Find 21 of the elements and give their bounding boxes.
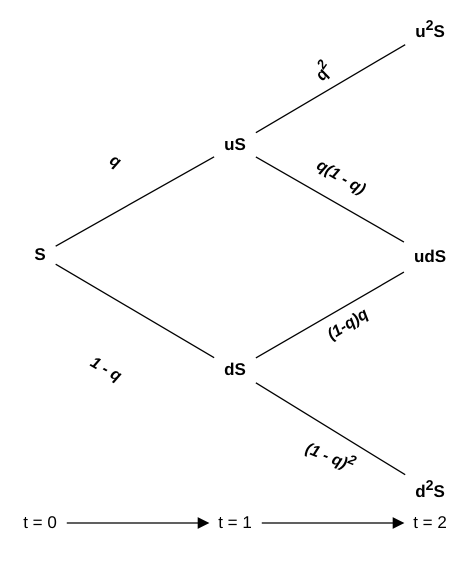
branch-line: [55, 264, 214, 358]
node-label: d$^{2}$S: [413, 477, 447, 503]
node-label: udS: [412, 246, 448, 268]
edge-label: q: [106, 152, 124, 172]
time-label: t = 1: [216, 512, 254, 534]
branch-line: [256, 272, 404, 358]
node-label: dS: [222, 359, 248, 381]
node-label: S: [32, 244, 48, 266]
branch-line: [55, 156, 214, 247]
edge-label: q(1 - q): [312, 156, 368, 200]
branch-line: [256, 382, 406, 476]
node-label: u$^{2}$S: [413, 17, 447, 43]
arrow: [66, 517, 210, 529]
edge-label: (1 - q)$^{2}$: [302, 438, 358, 474]
node-label: uS: [222, 134, 248, 156]
branch-line: [256, 44, 406, 134]
branch-line: [256, 156, 404, 243]
edge-label: 1 - q: [86, 354, 124, 386]
time-label: t = 2: [411, 512, 449, 534]
time-label: t = 0: [21, 512, 59, 534]
arrow: [262, 517, 404, 529]
